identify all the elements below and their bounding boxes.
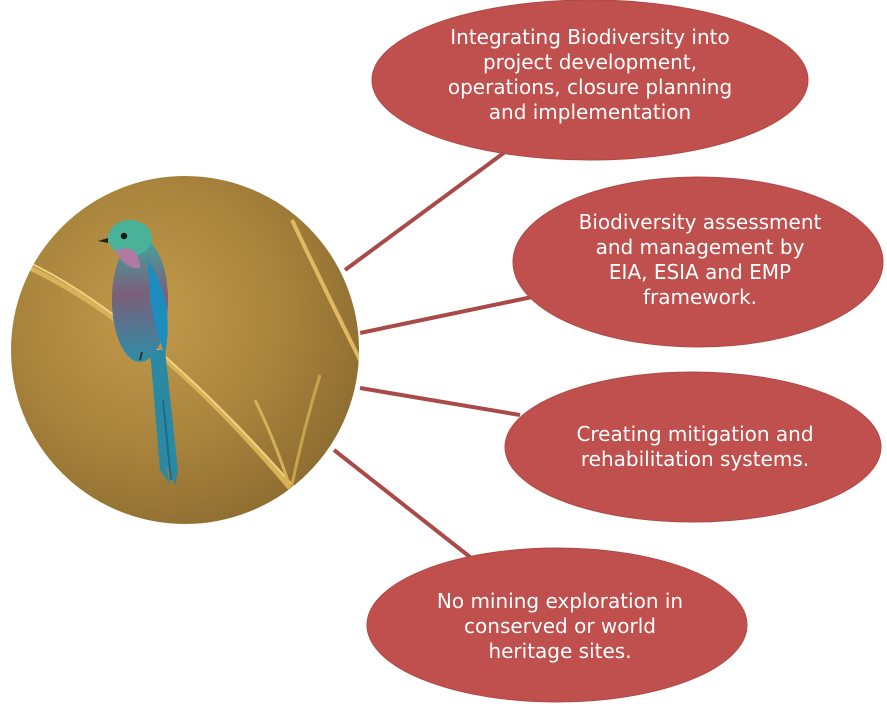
connector-line-1 <box>343 150 507 272</box>
bubble-2-text: Biodiversity assessment and management b… <box>578 210 822 309</box>
center-photo <box>10 175 360 525</box>
bubble-2-shape <box>512 176 884 348</box>
bubble-1-shape <box>371 0 809 161</box>
connector-line-2 <box>359 295 533 335</box>
bubble-1-text: Integrating Biodiversity into project de… <box>447 25 733 124</box>
connector-line-3 <box>359 386 521 417</box>
bubble-4-text: No mining exploration in conserved or wo… <box>436 588 684 663</box>
bubble-3-text: Creating mitigation and rehabilitation s… <box>576 422 814 471</box>
connector-line-4 <box>332 448 472 559</box>
bubble-3-shape <box>504 371 882 523</box>
bubble-4-shape <box>366 547 748 703</box>
